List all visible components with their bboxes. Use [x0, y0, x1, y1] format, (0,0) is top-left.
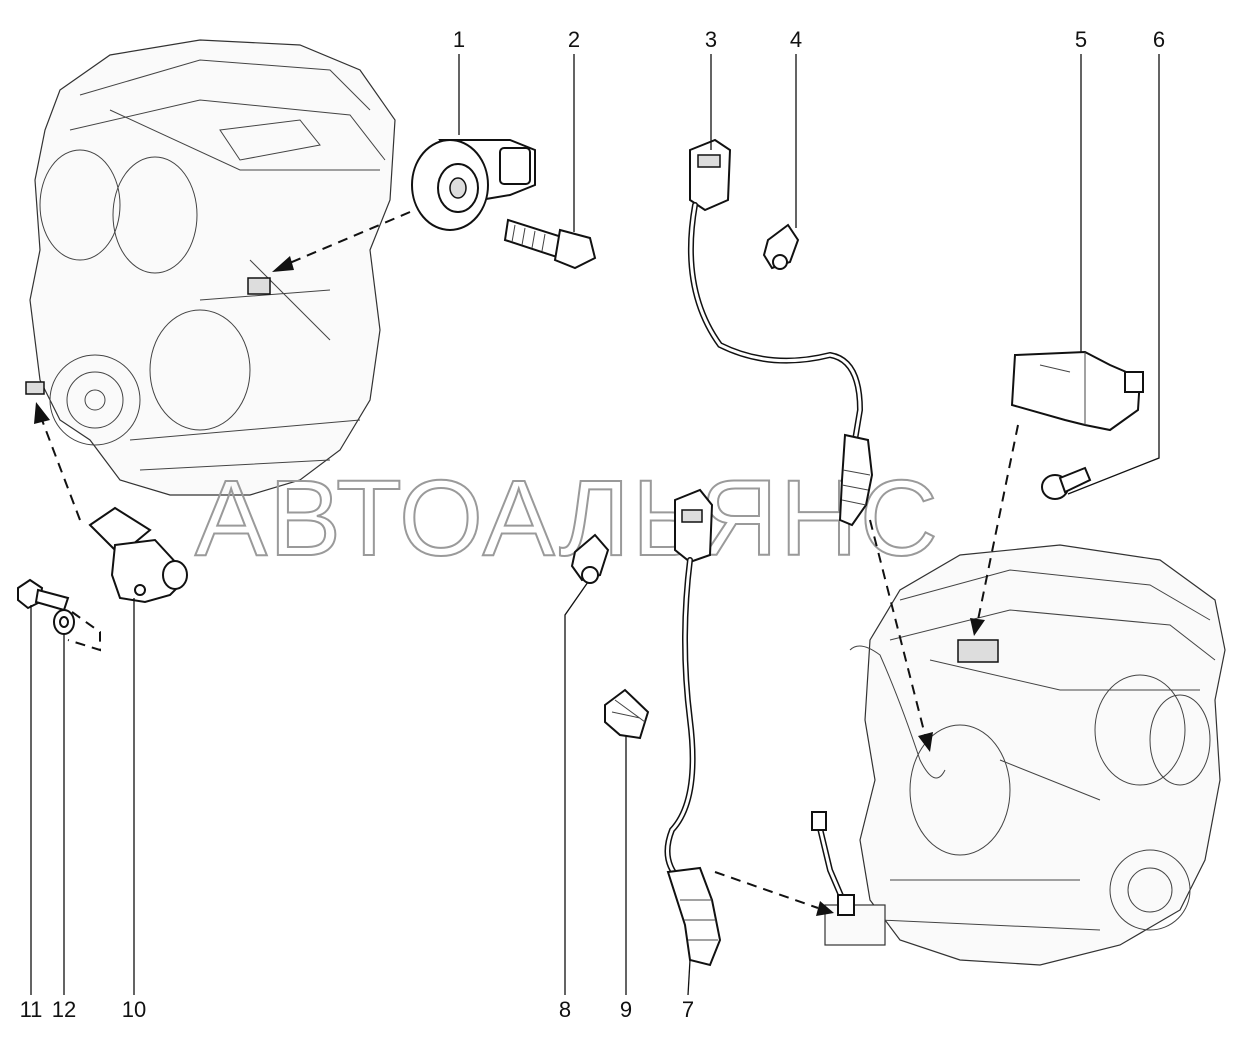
- leader-lines: [30, 54, 1160, 996]
- callout-4: 4: [790, 27, 802, 52]
- arrow-part10-to-engine: [41, 419, 81, 521]
- part-6-screw: [1041, 466, 1092, 500]
- arrow-part7-to-engine: [714, 871, 819, 909]
- callout-11: 11: [20, 997, 43, 1022]
- arrowhead-part1: [272, 256, 294, 272]
- callout-7: 7: [682, 997, 694, 1022]
- callout-10: 10: [122, 997, 146, 1022]
- arrowhead-part7: [816, 901, 834, 916]
- callout-8: 8: [559, 997, 571, 1022]
- assembly-arrows: [34, 211, 1019, 916]
- callout-1: 1: [453, 27, 465, 52]
- part-10-position-sensor: [88, 506, 188, 604]
- callout-9: 9: [620, 997, 632, 1022]
- callout-labels: 1 2 3 4 5 6 7 8 9 10 11 12: [20, 27, 1166, 1022]
- part-2-bolt: [503, 218, 597, 270]
- bolt-alignment-guide: [67, 611, 101, 652]
- callout-5: 5: [1075, 27, 1087, 52]
- arrow-part3-to-engine: [869, 519, 926, 736]
- arrowhead-part5: [970, 618, 985, 636]
- part-12-washer: [53, 609, 75, 635]
- arrow-part1-to-engine: [284, 211, 411, 266]
- callout-6: 6: [1153, 27, 1165, 52]
- part-9-holder: [604, 688, 650, 740]
- callout-12: 12: [52, 997, 76, 1022]
- part-1-knock-sensor: [411, 139, 536, 231]
- callout-3: 3: [705, 27, 717, 52]
- part-3-oxygen-sensor: [687, 138, 874, 527]
- arrowhead-part10: [34, 402, 50, 424]
- part-7-oxygen-sensor: [664, 488, 722, 967]
- callout-2: 2: [568, 27, 580, 52]
- part-11-bolt: [17, 578, 70, 612]
- part-8-clip: [570, 533, 610, 584]
- engine-left-illustration: [25, 39, 396, 496]
- part-4-clip: [762, 223, 800, 270]
- arrowhead-part3: [918, 732, 933, 752]
- watermark-text: АВТОАЛЬЯНС: [195, 457, 940, 578]
- part-5-pressure-sensor: [1010, 350, 1144, 432]
- engine-right-illustration: [811, 544, 1226, 966]
